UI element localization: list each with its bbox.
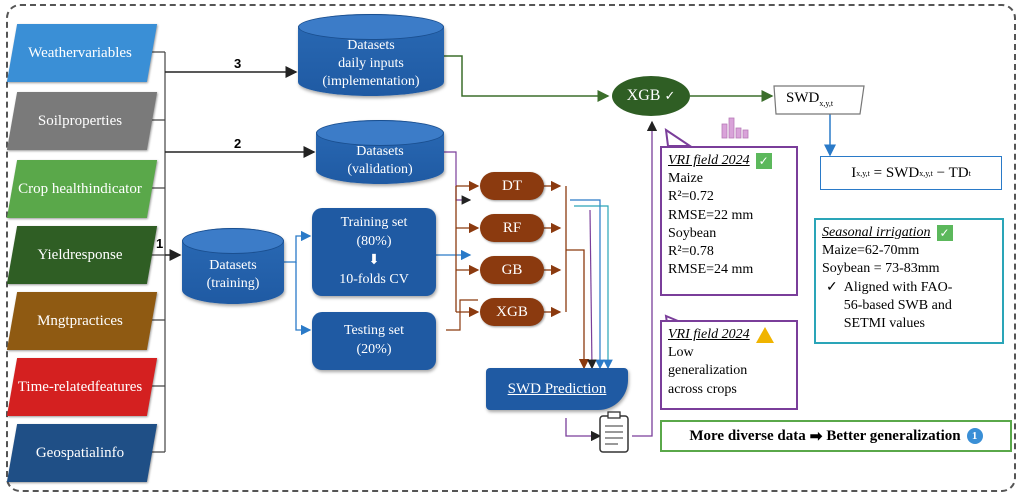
eq-td-sub: t	[968, 168, 971, 178]
right-arrow-icon: ➡	[809, 428, 823, 445]
vri-panel-2-title: VRI field 2024	[668, 327, 750, 342]
check-box-icon: ✓	[755, 152, 772, 169]
dashed-frame	[6, 4, 1016, 492]
seasonal-title: Seasonal irrigation	[822, 225, 931, 240]
swd-prediction-banner: SWD Prediction	[486, 368, 628, 410]
eq-i-sub: x,y,t	[856, 168, 870, 178]
vri-panel-results: VRI field 2024 ✓ Maize R²=0.72 RMSE=22 mm…	[660, 146, 798, 296]
eq-td: − TD	[932, 164, 969, 181]
training-set-box: Training set (80%) ⬇ 10-folds CV	[312, 208, 436, 296]
warning-icon	[755, 326, 774, 343]
vri-soybean-r2: R²=0.78	[668, 243, 714, 259]
seasonal-maize: Maize=62-70mm	[822, 243, 920, 259]
swd-prediction-label: SWD Prediction	[507, 380, 607, 397]
training-set-pct: (80%)	[356, 234, 392, 250]
testing-set-pct: (20%)	[356, 342, 392, 357]
xgb-deployed-node: XGB✓	[612, 76, 690, 116]
eq-swd: = SWD	[869, 164, 920, 181]
testing-set-box: Testing set (20%)	[312, 312, 436, 370]
vri-soybean-rmse: RMSE=24 mm	[668, 262, 754, 278]
aligned-line1: Aligned with FAO-	[843, 279, 953, 295]
datasets-training: Datasets (training)	[182, 228, 284, 304]
warn-line1: Low	[668, 345, 694, 361]
training-line1: Datasets	[209, 257, 257, 273]
eq-i: I	[851, 164, 857, 181]
testing-set-title: Testing set	[343, 323, 405, 339]
path-number-2: 2	[234, 136, 242, 151]
clipboard-icon	[599, 411, 629, 453]
aligned-line3: SETMI values	[843, 315, 925, 331]
footer-left: More diverse data	[689, 427, 806, 444]
footer-banner: More diverse data ➡ Better generalizatio…	[660, 420, 1012, 452]
training-line2: (training)	[206, 276, 260, 291]
model-xgb: XGB	[480, 298, 544, 326]
vri-maize-r2: R²=0.72	[668, 189, 714, 205]
datasets-validation: Datasets (validation)	[316, 120, 444, 184]
path-number-3: 3	[234, 56, 242, 71]
daily-line2: daily inputs	[338, 55, 404, 71]
info-badge-icon: 1	[966, 428, 983, 444]
vri-maize: Maize	[668, 171, 703, 187]
swd-output: SWDx,y,t	[786, 90, 833, 108]
model-rf: RF	[480, 214, 544, 242]
vri-maize-rmse: RMSE=22 mm	[668, 207, 754, 223]
validation-line1: Datasets	[356, 143, 404, 159]
path-number-1: 1	[156, 236, 164, 251]
vri-panel-1-title: VRI field 2024	[668, 153, 750, 168]
bar-chart-icon	[721, 117, 749, 139]
swd-output-label: SWD	[786, 90, 820, 106]
training-set-title: Training set	[340, 215, 408, 231]
vri-soybean: Soybean	[668, 225, 717, 241]
validation-line2: (validation)	[347, 162, 413, 177]
check-icon: ✓	[664, 88, 676, 103]
model-gb: GB	[480, 256, 544, 284]
vri-panel-warning: VRI field 2024 Low generalization across…	[660, 320, 798, 410]
seasonal-soybean: Soybean = 73-83mm	[822, 261, 940, 277]
down-arrow-icon: ⬇	[368, 253, 380, 268]
xgb-deployed-label: XGB	[626, 87, 661, 104]
seasonal-irrigation-panel: Seasonal irrigation ✓ Maize=62-70mm Soybe…	[814, 218, 1004, 344]
cv-label: 10-folds CV	[339, 271, 409, 287]
check-bullet-icon: ✓	[826, 279, 838, 295]
footer-right: Better generalization	[826, 427, 961, 444]
model-dt: DT	[480, 172, 544, 200]
daily-line1: Datasets	[347, 37, 395, 53]
eq-swd-sub: x,y,t	[919, 168, 933, 178]
daily-line3: (implementation)	[322, 74, 420, 90]
aligned-line2: 56-based SWB and	[843, 297, 952, 313]
warn-line3: across crops	[668, 381, 737, 397]
check-box-icon: ✓	[936, 224, 953, 241]
swd-output-sub: x,y,t	[819, 99, 834, 108]
warn-line2: generalization	[668, 363, 748, 379]
datasets-daily-inputs: Datasets daily inputs (implementation)	[298, 14, 444, 96]
